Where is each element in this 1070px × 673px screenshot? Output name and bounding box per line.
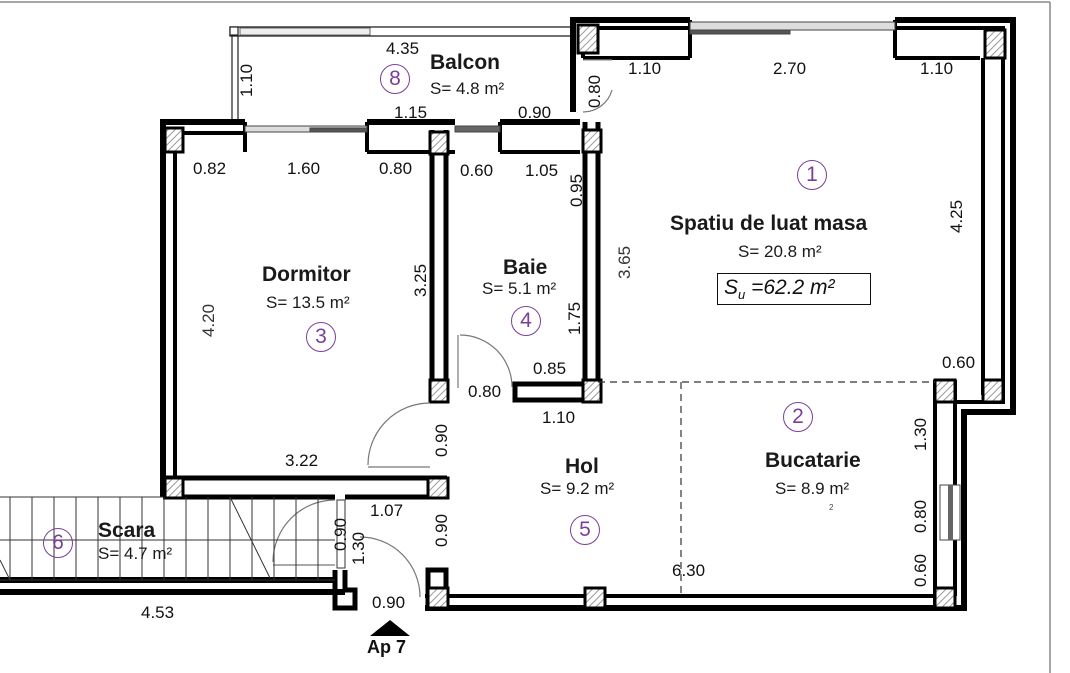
dimension-label: 2.70	[773, 59, 807, 78]
columns	[163, 23, 1007, 610]
room-name: Bucatarie	[765, 449, 861, 472]
dimension-label: 3.22	[285, 451, 319, 470]
room-name: Spatiu de luat masa	[670, 212, 868, 235]
room-name: Scara	[98, 519, 156, 542]
dimension-label: 1.15	[394, 103, 428, 122]
room-name: Hol	[565, 455, 599, 478]
dimension-label: 1.30	[349, 531, 369, 566]
dimension-label: 3.25	[411, 263, 431, 298]
dimension-label: 0.60	[942, 353, 976, 372]
dimension-label: 0.90	[518, 103, 552, 122]
room-area: S= 4.8 m²	[430, 79, 505, 98]
room-area: S= 9.2 m²	[540, 479, 615, 498]
dimension-label: 0.80	[911, 499, 931, 534]
windows	[244, 21, 961, 541]
room-area: S= 20.8 m²	[738, 242, 822, 261]
dimension-label: 0.85	[533, 359, 567, 378]
dimension-label: 3.65	[615, 245, 635, 280]
dimension-label: 0.90	[331, 517, 351, 552]
room-name: Balcon	[430, 51, 501, 74]
entry-arrow-icon	[370, 620, 410, 636]
dimension-label: 4.53	[141, 603, 175, 622]
room-footnote: 2	[829, 503, 834, 512]
doors	[272, 59, 613, 598]
dimension-label: 1.10	[628, 59, 662, 78]
staircase	[0, 496, 346, 581]
room-area: S= 4.7 m²	[98, 544, 173, 563]
dimension-label: 6.30	[672, 561, 706, 580]
dimension-label: 1.60	[287, 159, 321, 178]
dimension-label: 0.95	[567, 173, 587, 208]
wall-inner-lines	[173, 20, 1005, 608]
room-area: S= 8.9 m²	[775, 479, 850, 498]
dimension-label: 1.05	[525, 161, 559, 180]
room-number-badge: 1	[797, 160, 827, 190]
room-dividers	[598, 381, 935, 596]
dimension-label: 4.35	[386, 39, 420, 58]
dimension-label: 0.90	[432, 423, 452, 458]
interior-walls	[163, 122, 601, 611]
dimension-label: 0.60	[911, 553, 931, 588]
dimension-label: 1.07	[370, 501, 404, 520]
dimension-label: 4.20	[199, 303, 219, 338]
dimension-label: 0.82	[193, 159, 227, 178]
dimension-label: 0.60	[460, 161, 494, 180]
room-name: Baie	[503, 256, 548, 279]
dimension-label: 0.80	[379, 159, 413, 178]
room-number-badge: 6	[43, 528, 73, 558]
dimension-label: 1.30	[911, 417, 931, 452]
room-number-badge: 5	[570, 515, 600, 545]
room-area: S= 13.5 m²	[266, 293, 350, 312]
dimension-label: 1.10	[920, 59, 954, 78]
dimension-label: 0.90	[372, 593, 406, 612]
dimension-label: 1.10	[542, 408, 576, 427]
dimension-label: 0.90	[432, 513, 452, 548]
dimension-label: 4.25	[947, 199, 967, 234]
room-name: Dormitor	[262, 263, 351, 286]
room-number-badge: 4	[511, 306, 541, 336]
dimension-label: 1.10	[237, 63, 257, 98]
entrance-label: Ap 7	[367, 637, 407, 657]
dimension-label: 0.80	[585, 74, 605, 109]
room-number-badge: 8	[380, 64, 410, 94]
dimension-label: 1.75	[565, 301, 585, 336]
room-number-badge: 2	[783, 402, 813, 432]
dimension-label: 0.80	[468, 382, 502, 401]
room-number-badge: 3	[306, 322, 336, 352]
total-usable-area-box: Su =62.2 m²	[717, 273, 871, 306]
room-area: S= 5.1 m²	[482, 279, 557, 298]
